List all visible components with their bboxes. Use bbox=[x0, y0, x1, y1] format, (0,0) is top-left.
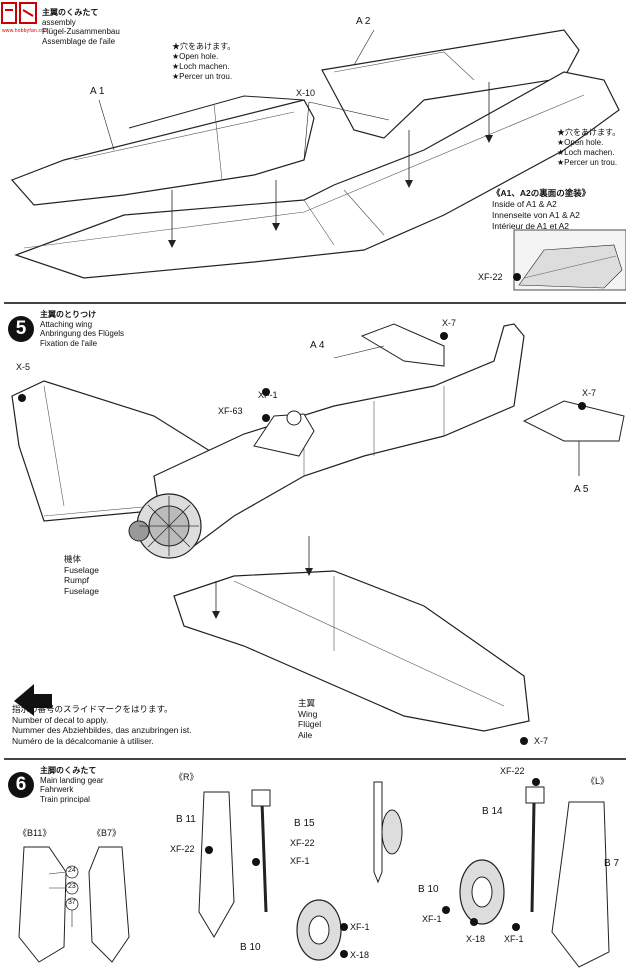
fuselage-label: 機体 Fuselage Rumpf Fuselage bbox=[64, 554, 99, 596]
paint-xf22-inset: XF-22 bbox=[478, 272, 503, 282]
r-xf1b: XF-1 bbox=[350, 922, 370, 932]
part-label-a4: A 4 bbox=[310, 340, 325, 351]
inside-note: 《A1、A2の裏面の塗装》 Inside of A1 & A2 Innensei… bbox=[492, 188, 590, 232]
step-6-title-fr: Train principal bbox=[40, 794, 90, 804]
paint-x5: X-5 bbox=[16, 362, 31, 372]
step-4-wing-diagram bbox=[10, 29, 626, 291]
step-5-title-de: Anbringung des Flügels bbox=[40, 329, 125, 338]
b11-marker: 《B11》 bbox=[18, 828, 52, 838]
l-xf22: XF-22 bbox=[500, 766, 525, 776]
decal-note-jp: 指示の番号のスライドマークをはります。 bbox=[12, 704, 173, 714]
b7-marker: 《B7》 bbox=[92, 828, 122, 838]
hole-note-left: ★穴をあけます。 ★Open hole. ★Loch machen. ★Perc… bbox=[172, 42, 235, 82]
divider-4-5 bbox=[4, 302, 626, 304]
watermark-text: www.hobbyfan.com bbox=[2, 28, 49, 34]
part-label-a1: A 1 bbox=[90, 86, 105, 97]
step-5-title-en: Attaching wing bbox=[40, 319, 93, 329]
r-b10: B 10 bbox=[240, 942, 261, 953]
hole-note-left-de: ★Loch machen. bbox=[172, 62, 230, 71]
r-xf22: XF-22 bbox=[170, 844, 195, 854]
decal-note-de: Nummer des Abziehbildes, das anzubringen… bbox=[12, 725, 192, 735]
l-x18: X-18 bbox=[466, 934, 486, 944]
step-6-title-jp: 主脚のくみたて bbox=[40, 766, 97, 775]
hole-note-left-jp: ★穴をあけます。 bbox=[172, 42, 236, 51]
decal-23: 23 bbox=[68, 883, 76, 890]
inside-note-fr: Intérieur de A1 et A2 bbox=[492, 221, 570, 231]
paint-x7-right: X-7 bbox=[582, 388, 597, 398]
wing-jp: 主翼 bbox=[298, 698, 316, 708]
r-xf1: XF-1 bbox=[290, 856, 310, 866]
decal-note: 指示の番号のスライドマークをはります。 Number of decal to a… bbox=[12, 704, 192, 746]
step-6-gear-diagram bbox=[18, 778, 610, 968]
hole-note-right-fr: ★Percer un trou. bbox=[557, 158, 618, 167]
step-5-panel: 5 主翼のとりつけ Attaching wing Anbringung des … bbox=[4, 306, 626, 756]
step-5-aircraft-diagram bbox=[11, 323, 625, 745]
divider-5-6 bbox=[4, 758, 626, 760]
step-6-panel: 6 主脚のくみたて Main landing gear Fahrwerk Tra… bbox=[4, 762, 626, 974]
paint-x7-top: X-7 bbox=[442, 318, 457, 328]
fuselage-en: Fuselage bbox=[64, 564, 99, 575]
right-side-marker: 《R》 bbox=[174, 772, 199, 782]
decal-note-en: Number of decal to apply. bbox=[12, 714, 109, 725]
decal-24: 24 bbox=[68, 867, 76, 874]
wing-label: 主翼 Wing Flügel Aile bbox=[298, 698, 321, 740]
hole-note-left-fr: ★Percer un trou. bbox=[172, 72, 233, 81]
l-xf1: XF-1 bbox=[422, 914, 442, 924]
hole-note-right-jp: ★穴をあけます。 bbox=[557, 128, 621, 137]
step-5-number: 5 bbox=[8, 316, 34, 342]
watermark-glyph-icon bbox=[1, 2, 37, 24]
step-6-title-en: Main landing gear bbox=[40, 775, 104, 785]
l-b14: B 14 bbox=[482, 806, 503, 817]
wing-fr: Aile bbox=[298, 729, 313, 740]
decal-37: 37 bbox=[68, 899, 76, 906]
step-4-title-en: assembly bbox=[42, 17, 76, 27]
hole-note-right-de: ★Loch machen. bbox=[557, 148, 615, 157]
step-4-title-de: Flügel-Zusammenbau bbox=[42, 27, 120, 36]
step-5-title: 主翼のとりつけ Attaching wing Anbringung des Fl… bbox=[40, 310, 124, 348]
hole-note-right-en: ★Open hole. bbox=[557, 138, 604, 147]
l-b7: B 7 bbox=[604, 858, 620, 869]
wing-de: Flügel bbox=[298, 719, 322, 729]
step-6-number: 6 bbox=[8, 772, 34, 798]
step-5-title-fr: Fixation de l'aile bbox=[40, 338, 98, 348]
step-4-title: 主翼のくみたて assembly Flügel-Zusammenbau Asse… bbox=[42, 8, 120, 46]
fuselage-fr: Fuselage bbox=[64, 585, 99, 596]
part-label-a5: A 5 bbox=[574, 484, 589, 495]
r-b11: B 11 bbox=[176, 814, 196, 825]
l-b10: B 10 bbox=[418, 884, 439, 895]
r-b15: B 15 bbox=[294, 818, 315, 829]
paint-xf63: XF-63 bbox=[218, 406, 243, 416]
hole-note-left-en: ★Open hole. bbox=[172, 52, 219, 61]
r-x18: X-18 bbox=[350, 950, 370, 960]
step-4-panel: 主翼のくみたて assembly Flügel-Zusammenbau Asse… bbox=[4, 0, 626, 300]
inside-note-en: Inside of A1 & A2 bbox=[492, 199, 557, 209]
step-4-title-jp: 主翼のくみたて bbox=[42, 8, 99, 17]
step-4-title-fr: Assemblage de l'aile bbox=[42, 36, 116, 46]
watermark-logo: www.hobbyfan.com bbox=[0, 0, 48, 36]
part-label-a2: A 2 bbox=[356, 16, 371, 27]
inside-note-jp: 《A1、A2の裏面の塗装》 bbox=[492, 188, 591, 198]
left-side-marker: 《L》 bbox=[586, 776, 610, 786]
paint-xf1: XF-1 bbox=[258, 390, 278, 400]
hole-note-right: ★穴をあけます。 ★Open hole. ★Loch machen. ★Perc… bbox=[557, 128, 620, 168]
fuselage-jp: 機体 bbox=[64, 554, 82, 564]
step-6-title: 主脚のくみたて Main landing gear Fahrwerk Train… bbox=[40, 766, 104, 804]
wing-en: Wing bbox=[298, 708, 318, 719]
paint-x7-bottom: X-7 bbox=[534, 736, 549, 746]
fuselage-de: Rumpf bbox=[64, 575, 90, 585]
l-xf1b: XF-1 bbox=[504, 934, 524, 944]
decal-note-fr: Numéro de la décalcomanie à utiliser. bbox=[12, 735, 154, 746]
step-6-title-de: Fahrwerk bbox=[40, 785, 74, 794]
paint-x10: X-10 bbox=[296, 88, 316, 98]
step-5-title-jp: 主翼のとりつけ bbox=[40, 310, 97, 319]
r-xf22b: XF-22 bbox=[290, 838, 315, 848]
inside-note-de: Innenseite von A1 & A2 bbox=[492, 210, 580, 220]
